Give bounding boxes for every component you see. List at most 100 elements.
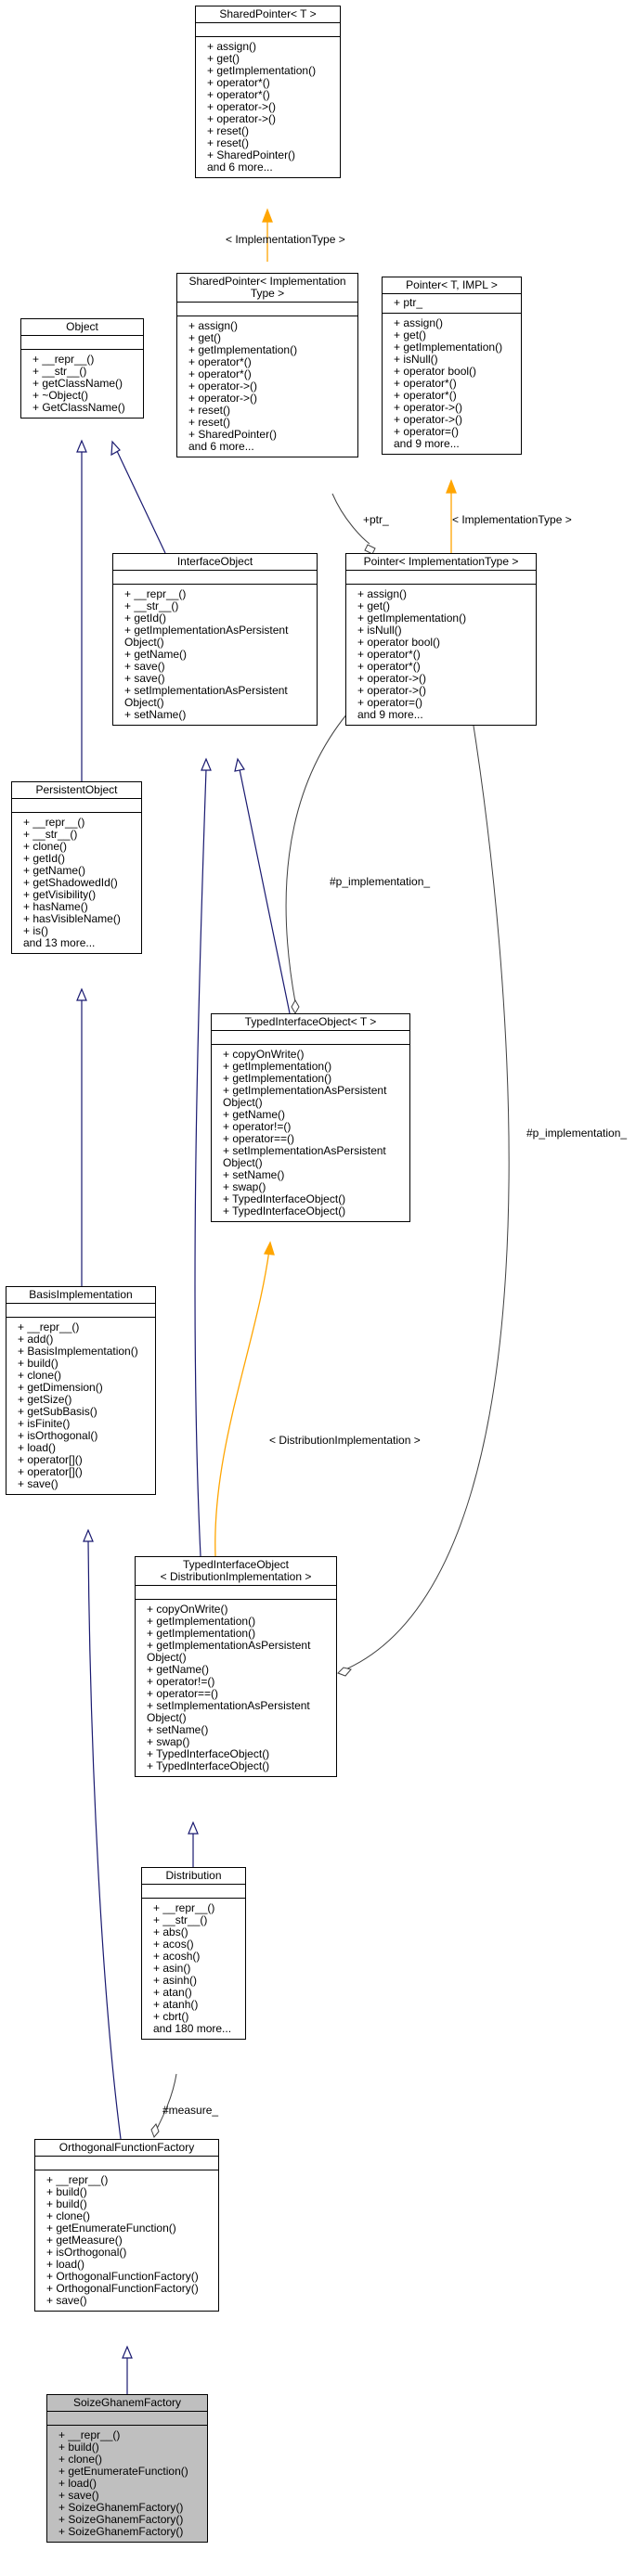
operation-line: + getImplementation(): [147, 1615, 256, 1628]
class-box-object[interactable]: Object + __repr__()+ __str__()+ getClass…: [20, 318, 144, 419]
operation-line: + getSubBasis(): [18, 1405, 97, 1418]
operations-section: + assign()+ get()+ getImplementation()+ …: [346, 584, 536, 725]
operation-line: + operator=(): [394, 425, 460, 438]
class-title: Pointer< ImplementationType >: [363, 555, 519, 568]
operation-line: + asinh(): [153, 1974, 198, 1987]
operation-line: + getEnumerateFunction(): [46, 2222, 176, 2235]
class-box-pointer-t-impl[interactable]: Pointer< T, IMPL > + ptr_ + assign()+ ge…: [382, 277, 522, 455]
operation-line: + OrthogonalFunctionFactory(): [46, 2270, 199, 2283]
operation-line: + getName(): [223, 1108, 286, 1121]
operation-line: + getImplementation(): [188, 343, 298, 356]
class-box-typed-interface-object-dist[interactable]: TypedInterfaceObject < DistributionImple…: [135, 1556, 337, 1777]
operation-line: Object(): [147, 1651, 187, 1664]
operation-line: + getDimension(): [18, 1381, 103, 1394]
operation-line: + assign(): [357, 587, 408, 600]
class-box-pointer-impl[interactable]: Pointer< ImplementationType > + assign()…: [345, 553, 537, 726]
operation-line: + copyOnWrite(): [223, 1048, 305, 1061]
edge-pointer-template: [446, 479, 457, 553]
edge-typed-template: [214, 1241, 275, 1557]
class-box-basis-implementation[interactable]: BasisImplementation + __repr__()+ add()+…: [6, 1286, 156, 1495]
operation-line: + TypedInterfaceObject(): [223, 1192, 346, 1205]
operation-line: + clone(): [23, 840, 68, 853]
operation-line: + __str__(): [124, 599, 179, 612]
operation-line: + save(): [58, 2489, 99, 2502]
operation-line: + operator->(): [207, 100, 277, 113]
edge-label-ptr: +ptr_: [363, 513, 389, 526]
operation-line: + acos(): [153, 1938, 194, 1951]
operation-line: + getImplementation(): [207, 64, 317, 77]
operation-line: + operator->(): [188, 392, 258, 405]
operation-line: + operator->(): [188, 380, 258, 393]
operation-line: + operator*(): [394, 377, 457, 390]
class-title: Pointer< T, IMPL >: [406, 278, 498, 291]
class-box-interface-object[interactable]: InterfaceObject + __repr__()+ __str__()+…: [112, 553, 318, 726]
operations-section: + __repr__()+ __str__()+ getClassName()+…: [21, 349, 143, 418]
operation-line: + reset(): [188, 404, 231, 417]
operation-line: + acosh(): [153, 1950, 201, 1963]
operation-line: + operator!=(): [223, 1120, 292, 1133]
operations-section: + __repr__()+ __str__()+ getId()+ getImp…: [113, 584, 317, 725]
operation-line: Object(): [223, 1156, 263, 1169]
class-box-orthogonal-function-factory[interactable]: OrthogonalFunctionFactory + __repr__()+ …: [34, 2139, 219, 2312]
class-box-persistent-object[interactable]: PersistentObject + __repr__()+ __str__()…: [11, 781, 142, 954]
operation-line: + getName(): [124, 648, 188, 661]
operation-line: + get(): [188, 331, 222, 344]
operation-line: + operator*(): [394, 389, 457, 402]
operation-line: + getImplementationAsPersistent: [147, 1639, 311, 1652]
operations-section: + copyOnWrite()+ getImplementation()+ ge…: [212, 1044, 409, 1221]
class-box-shared-pointer-impl[interactable]: SharedPointer< Implementation Type > + a…: [176, 273, 358, 457]
class-box-typed-interface-object-t[interactable]: TypedInterfaceObject< T > + copyOnWrite(…: [211, 1013, 410, 1222]
operation-line: + __repr__(): [58, 2428, 121, 2441]
class-title: SoizeGhanemFactory: [72, 2396, 182, 2409]
operation-line: + getImplementationAsPersistent: [124, 624, 289, 637]
class-title: Distribution: [165, 1869, 222, 1882]
operation-line: + BasisImplementation(): [18, 1345, 138, 1358]
operation-line: + getEnumerateFunction(): [58, 2465, 188, 2478]
operation-line: + setName(): [223, 1168, 285, 1181]
class-box-distribution[interactable]: Distribution + __repr__()+ __str__()+ ab…: [141, 1867, 246, 2040]
class-box-soize-ghanem-factory[interactable]: SoizeGhanemFactory + __repr__()+ build()…: [46, 2394, 208, 2543]
operation-line: + operator*(): [207, 88, 270, 101]
operation-line: + reset(): [188, 416, 231, 429]
operation-line: and 6 more...: [207, 161, 273, 174]
operation-line: + copyOnWrite(): [147, 1603, 228, 1616]
operation-line: + operator*(): [207, 76, 270, 89]
operations-section: + __repr__()+ build()+ clone()+ getEnume…: [47, 2425, 207, 2542]
operation-line: + setName(): [124, 708, 187, 721]
operation-line: + getShadowedId(): [23, 876, 118, 889]
operation-line: + operator*(): [357, 648, 421, 661]
operation-line: + GetClassName(): [32, 401, 125, 414]
operation-line: + TypedInterfaceObject(): [147, 1747, 270, 1760]
attribute-line: + ptr_: [394, 296, 423, 309]
operation-line: + getClassName(): [32, 377, 123, 390]
operations-section: + assign()+ get()+ getImplementation()+ …: [177, 316, 357, 457]
operations-section: + copyOnWrite()+ getImplementation() + ge…: [136, 1599, 336, 1776]
operation-line: + swap(): [147, 1735, 190, 1748]
class-box-shared-pointer-t[interactable]: SharedPointer< T > + assign()+ get()+ ge…: [195, 6, 341, 178]
operations-section: + assign()+ get()+ getImplementation()+ …: [383, 313, 521, 454]
operation-line: + build(): [46, 2197, 87, 2210]
operation-line: + SoizeGhanemFactory(): [58, 2513, 184, 2526]
operation-line: + operator->(): [207, 112, 277, 125]
attributes-section: [177, 302, 357, 316]
operation-line: + operator==(): [223, 1132, 295, 1145]
operation-line: + is(): [23, 924, 48, 937]
operation-line: + operator bool(): [394, 365, 477, 378]
operation-line: + reset(): [207, 124, 250, 137]
operation-line: + operator!=(): [147, 1675, 215, 1688]
class-title: PersistentObject: [35, 783, 118, 796]
operation-line: Object(): [223, 1096, 263, 1109]
operation-line: and 9 more...: [357, 708, 423, 721]
attributes-section: [142, 1884, 245, 1898]
operation-line: + isFinite(): [18, 1417, 71, 1430]
operation-line: Object(): [124, 696, 164, 709]
operation-line: and 6 more...: [188, 440, 254, 453]
operation-line: + setImplementationAsPersistent: [147, 1699, 310, 1712]
operation-line: + setImplementationAsPersistent: [223, 1144, 386, 1157]
operation-line: + SharedPointer(): [207, 148, 296, 161]
operation-line: + __str__(): [32, 365, 87, 378]
operations-section: + assign()+ get()+ getImplementation()+ …: [196, 36, 340, 177]
operation-line: + clone(): [18, 1369, 62, 1382]
operation-line: + SoizeGhanemFactory(): [58, 2525, 184, 2538]
